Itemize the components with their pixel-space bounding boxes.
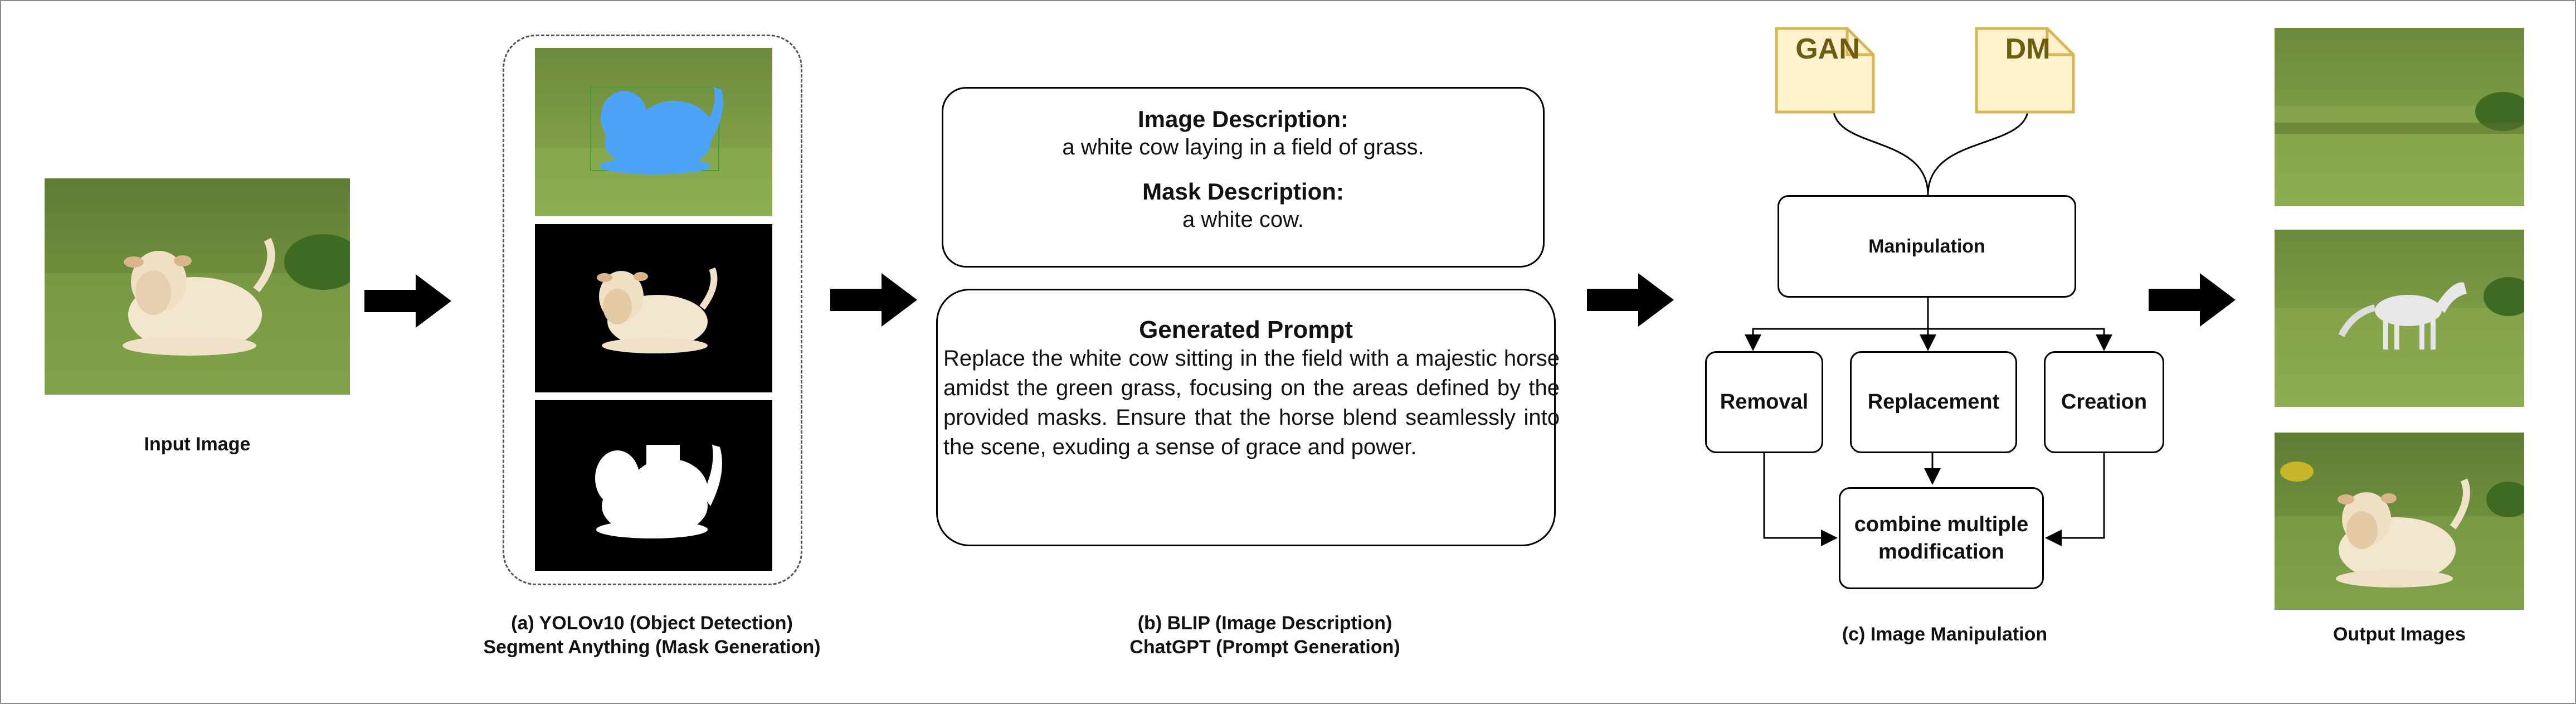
gan-model-doc-icon (1775, 27, 1875, 114)
generated-prompt-title: Generated Prompt (1139, 316, 1353, 343)
input-image (45, 178, 350, 395)
mask-description-text: a white cow. (1182, 207, 1304, 232)
thick-right-arrow-icon (830, 273, 917, 327)
detection-group-border (503, 35, 802, 585)
generated-prompt-text: Replace the white cow sitting in the fie… (943, 346, 1560, 459)
output-images-caption: Output Images (2332, 624, 2466, 645)
cow-photo (2336, 478, 2470, 588)
thick-right-arrow-icon (364, 274, 451, 328)
thick-right-arrow-icon (1587, 273, 1674, 327)
stage-b-caption: (b) BLIP (Image Description) ChatGPT (Pr… (1053, 611, 1477, 659)
cow-mask-overlay (599, 87, 723, 174)
output-creation-image (2275, 433, 2524, 610)
output-removal-image (2275, 28, 2524, 206)
input-image-caption: Input Image (144, 434, 251, 455)
gan-label: GAN (1795, 33, 1860, 65)
stage-a-caption: (a) YOLOv10 (Object Detection) Segment A… (462, 611, 841, 659)
stage-c-caption: (c) Image Manipulation (1842, 624, 2048, 645)
horse-photo (2338, 282, 2467, 349)
prompt-box: Generated Prompt Replace the white cow s… (936, 289, 1560, 546)
stage-a-caption-line1: (a) YOLOv10 (Object Detection) (511, 613, 793, 634)
image-description-title: Image Description: (1137, 106, 1349, 132)
detection-image (535, 48, 772, 216)
cow-photo (597, 267, 718, 353)
stage-b-caption-line2: ChatGPT (Prompt Generation) (1129, 637, 1400, 658)
stage-a-caption-line2: Segment Anything (Mask Generation) (483, 637, 821, 658)
description-box: Image Description: a white cow laying in… (942, 87, 1545, 268)
creation-node: Creation (2044, 351, 2164, 453)
stage-b-caption-line1: (b) BLIP (Image Description) (1137, 613, 1392, 634)
binary-mask-image (535, 400, 772, 571)
output-replacement-image (2275, 230, 2524, 407)
thick-right-arrow-icon (2149, 273, 2236, 327)
replacement-node: Replacement (1850, 351, 2017, 453)
cow-photo (123, 237, 275, 356)
image-description-text: a white cow laying in a field of grass. (1062, 135, 1424, 159)
manipulation-node: Manipulation (1778, 195, 2076, 298)
dm-model-doc-icon (1975, 27, 2075, 114)
removal-node: Removal (1705, 351, 1823, 453)
mask-description-title: Mask Description: (1142, 178, 1344, 205)
masked-cow-image (535, 224, 772, 392)
combine-node: combine multiple modification (1839, 487, 2044, 589)
dm-label: DM (2005, 33, 2051, 65)
